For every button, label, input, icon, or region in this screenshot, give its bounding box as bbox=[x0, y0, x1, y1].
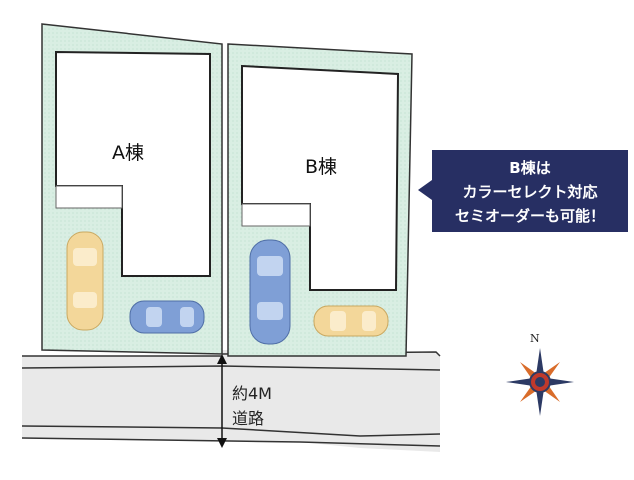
callout-line-2: カラーセレクト対応 bbox=[462, 183, 598, 201]
callout-pointer bbox=[418, 180, 432, 200]
road-name-label: 道路 bbox=[232, 409, 265, 428]
car-yellow-lot-a bbox=[66, 231, 104, 331]
road bbox=[21, 350, 441, 452]
callout-box: B棟は カラーセレクト対応 セミオーダーも可能！ bbox=[432, 150, 628, 232]
compass-rose-icon: N bbox=[506, 332, 574, 416]
building-b-label: B棟 bbox=[305, 156, 338, 178]
car-blue-lot-b bbox=[249, 239, 291, 345]
road-width-label: 約4M bbox=[232, 384, 272, 403]
callout-line-3: セミオーダーも可能！ bbox=[454, 207, 605, 225]
compass-north-label: N bbox=[530, 332, 540, 345]
car-blue-lot-a bbox=[129, 300, 205, 334]
road-width-arrow bbox=[217, 354, 227, 448]
callout-line-1: B棟は bbox=[509, 159, 551, 177]
building-a-label: A棟 bbox=[112, 142, 144, 164]
car-yellow-lot-b bbox=[313, 305, 389, 337]
